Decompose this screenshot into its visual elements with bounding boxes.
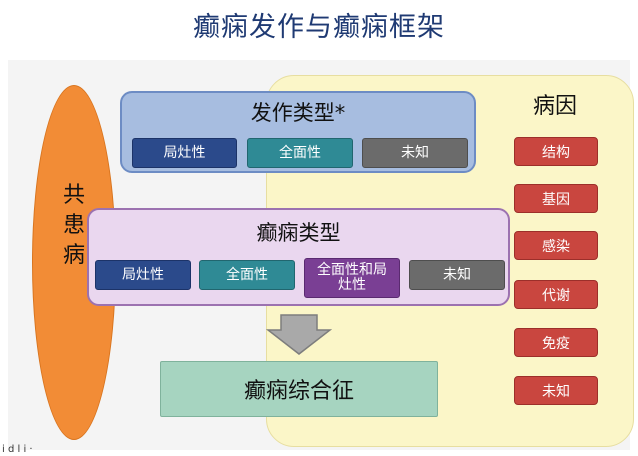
seizure-types-title: 发作类型* [250, 101, 346, 125]
seizure-type-focal: 局灶性 [132, 138, 237, 168]
seizure-types-box: 发作类型* 局灶性 全面性 未知 [120, 91, 476, 173]
footer-fragment: i d l i · [2, 444, 33, 455]
epilepsy-type-unknown: 未知 [409, 260, 505, 290]
epilepsy-syndrome-box: 癫痫综合征 [160, 361, 438, 417]
seizure-type-generalized: 全面性 [247, 138, 353, 168]
etiology-item-unknown: 未知 [514, 376, 598, 405]
epilepsy-type-focal: 局灶性 [95, 260, 191, 290]
etiology-item-genetic: 基因 [514, 184, 598, 213]
etiology-title: 病因 [532, 94, 577, 119]
comorbidities-char: 共 [62, 183, 85, 208]
comorbidities-char: 病 [62, 243, 85, 268]
epilepsy-type-generalized: 全面性 [199, 260, 295, 290]
etiology-item-metabolic: 代谢 [514, 280, 598, 309]
comorbidities-label: 共 患 病 [32, 181, 116, 271]
down-arrow-icon [266, 314, 332, 355]
comorbidities-char: 患 [62, 213, 85, 238]
epilepsy-types-title: 癫痫类型 [256, 221, 341, 245]
epilepsy-types-box: 癫痫类型 局灶性 全面性 全面性和局灶性 未知 [87, 208, 510, 306]
diagram-title: 癫痫发作与癫痫框架 [193, 12, 445, 43]
epilepsy-type-combined: 全面性和局灶性 [304, 258, 400, 298]
etiology-item-structural: 结构 [514, 137, 598, 166]
etiology-item-infectious: 感染 [514, 231, 598, 260]
seizure-type-unknown: 未知 [362, 138, 468, 168]
etiology-item-immune: 免疫 [514, 328, 598, 357]
